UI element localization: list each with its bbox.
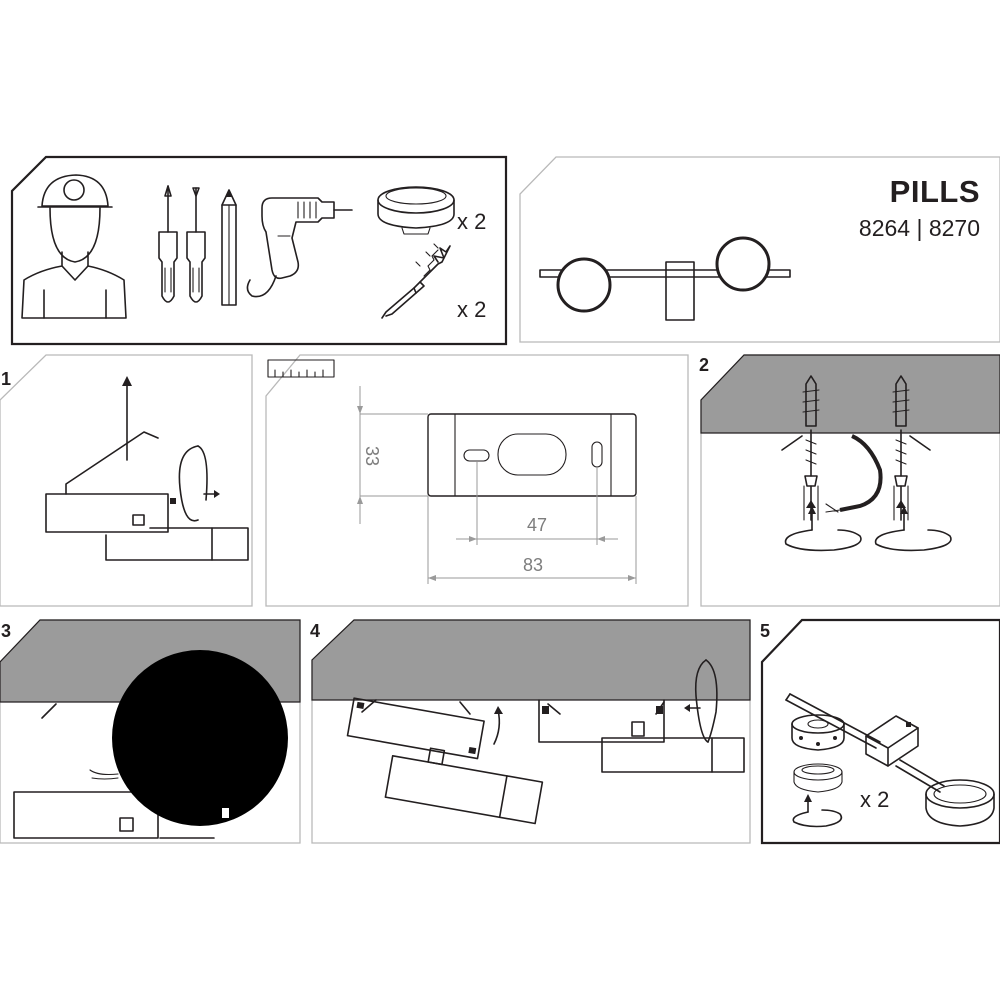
screwdriver-icon (158, 185, 178, 303)
pencil-icon (221, 189, 237, 306)
step-2-number: 2 (699, 355, 709, 375)
drill-icon (246, 197, 353, 298)
step-5-number: 5 (760, 621, 770, 641)
step-5-quantity: x 2 (860, 787, 889, 812)
step-5-panel: 5 x 2 (760, 618, 1000, 845)
dimension-panel: 33 47 83 (265, 354, 689, 607)
dimension-height: 33 (362, 446, 382, 466)
flat-screwdriver-icon (186, 187, 206, 303)
pill-fixture-icon (377, 186, 455, 235)
wall-plug-icon (381, 243, 451, 319)
ceiling (700, 354, 1000, 434)
wall-anchor-right (892, 375, 910, 521)
step-1-frame (0, 354, 253, 607)
step-4-panel: 4 (310, 619, 751, 844)
dimension-width: 83 (523, 555, 543, 575)
tools-panel-frame (10, 155, 508, 346)
product-illustration (539, 236, 791, 321)
step-1-panel: 1 (0, 354, 253, 607)
step-3-number: 3 (1, 621, 11, 641)
wall-anchor-left (802, 375, 820, 521)
tools-panel: x 2 x 2 (10, 155, 508, 346)
black-disk (112, 650, 288, 826)
anchor-quantity: x 2 (457, 297, 486, 322)
product-codes: 8264 | 8270 (859, 215, 980, 241)
ruler-icon (267, 359, 335, 378)
dimension-hole-spacing: 47 (527, 515, 547, 535)
step-1-number: 1 (1, 369, 11, 389)
mounting-bracket-drawing (427, 413, 637, 497)
fixture-quantity: x 2 (457, 209, 486, 234)
product-panel: PILLS 8264 | 8270 (519, 156, 1000, 343)
electrician-icon (21, 174, 127, 319)
step-4-number: 4 (310, 621, 320, 641)
step-5-frame (760, 618, 1000, 845)
ceiling (311, 619, 751, 701)
step-2-panel: 2 (699, 354, 1000, 607)
product-title: PILLS (890, 174, 980, 209)
step-3-panel: 3 (0, 619, 301, 844)
